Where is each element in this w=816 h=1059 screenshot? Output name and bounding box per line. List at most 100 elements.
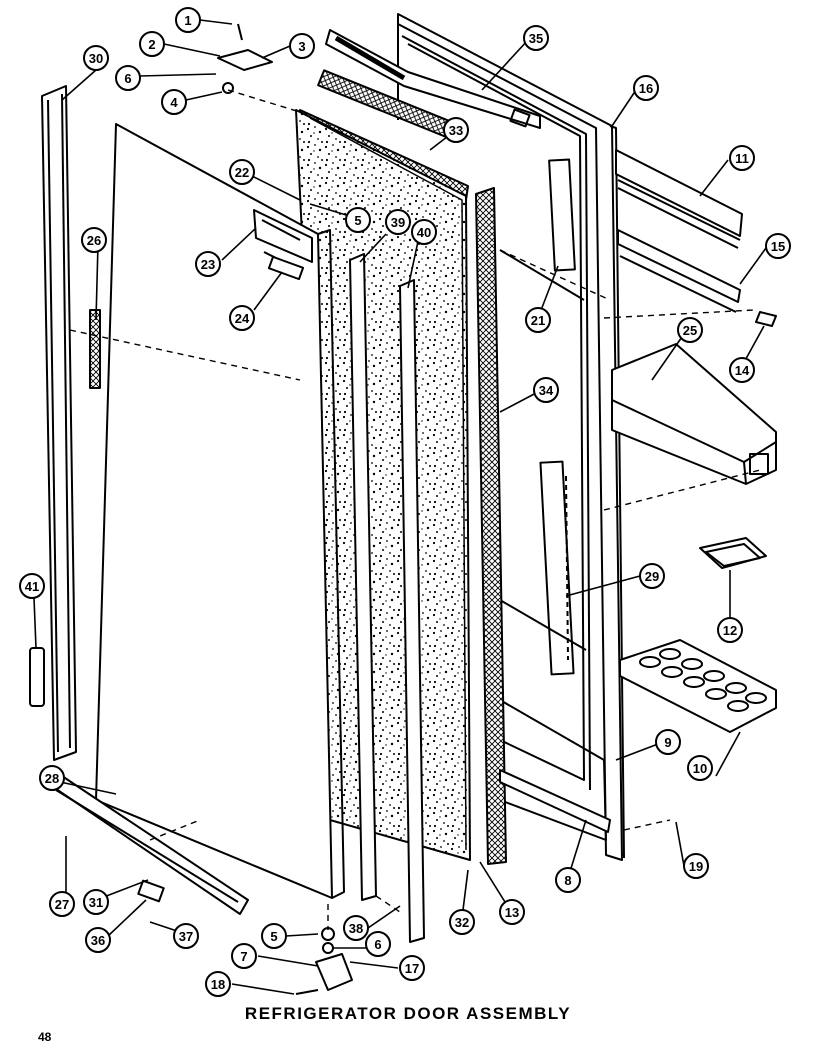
callout-2: 2 [139, 31, 165, 57]
svg-text:3: 3 [298, 39, 305, 54]
svg-text:32: 32 [455, 915, 469, 930]
callout-11: 11 [729, 145, 755, 171]
svg-text:31: 31 [89, 895, 103, 910]
callout-40: 40 [411, 219, 437, 245]
callout-39: 39 [385, 209, 411, 235]
svg-text:6: 6 [374, 937, 381, 952]
callout-6-top: 6 [115, 65, 141, 91]
svg-text:41: 41 [25, 579, 39, 594]
small-handle-part [29, 647, 45, 707]
svg-text:18: 18 [211, 977, 225, 992]
foam-panel-back [309, 117, 467, 851]
callout-25: 25 [677, 317, 703, 343]
handle-cup-part [253, 209, 313, 281]
callout-31: 31 [83, 889, 109, 915]
callout-22: 22 [229, 159, 255, 185]
callout-3: 3 [289, 33, 315, 59]
svg-text:36: 36 [91, 933, 105, 948]
callout-21: 21 [525, 307, 551, 333]
callout-41: 41 [19, 573, 45, 599]
svg-text:30: 30 [89, 51, 103, 66]
top-hinge-assembly-part [217, 23, 273, 94]
callout-29: 29 [639, 563, 665, 589]
callout-8: 8 [555, 867, 581, 893]
callout-34: 34 [533, 377, 559, 403]
svg-text:28: 28 [45, 771, 59, 786]
callout-26: 26 [81, 227, 107, 253]
outer-door-panel-edge [317, 229, 345, 899]
callout-15: 15 [765, 233, 791, 259]
clip-part [755, 311, 777, 327]
small-tray-part [699, 537, 767, 569]
svg-text:23: 23 [201, 257, 215, 272]
hinge-assembly-part [295, 927, 353, 995]
svg-text:7: 7 [240, 949, 247, 964]
shelf-rail-part [615, 149, 743, 313]
bottom-frame-part [499, 769, 611, 833]
svg-text:4: 4 [170, 95, 178, 110]
callout-5-bottom: 5 [261, 923, 287, 949]
svg-text:1: 1 [184, 13, 191, 28]
svg-text:37: 37 [179, 929, 193, 944]
callout-18: 18 [205, 971, 231, 997]
svg-text:13: 13 [505, 905, 519, 920]
diagram-title: REFRIGERATOR DOOR ASSEMBLY [244, 1004, 572, 1023]
svg-text:2: 2 [148, 37, 155, 52]
svg-text:5: 5 [354, 213, 361, 228]
gasket-strip-part [475, 187, 507, 865]
callout-16: 16 [633, 75, 659, 101]
callout-14: 14 [729, 357, 755, 383]
left-trim-part [41, 85, 101, 761]
svg-text:15: 15 [771, 239, 785, 254]
svg-text:25: 25 [683, 323, 697, 338]
svg-text:33: 33 [449, 123, 463, 138]
svg-text:6: 6 [124, 71, 131, 86]
svg-text:38: 38 [349, 921, 363, 936]
svg-text:8: 8 [564, 873, 571, 888]
svg-text:27: 27 [55, 897, 69, 912]
leader-lines [33, 19, 767, 995]
svg-text:21: 21 [531, 313, 545, 328]
svg-text:19: 19 [689, 859, 703, 874]
top-channel-part [325, 29, 541, 129]
page-number: 48 [38, 1030, 52, 1044]
callout-13: 13 [499, 899, 525, 925]
door-liner-part [397, 13, 625, 861]
svg-text:14: 14 [735, 363, 750, 378]
callout-32: 32 [449, 909, 475, 935]
callout-4: 4 [161, 89, 187, 115]
callout-6-bottom: 6 [365, 931, 391, 957]
callout-35: 35 [523, 25, 549, 51]
svg-text:39: 39 [391, 215, 405, 230]
svg-text:35: 35 [529, 31, 543, 46]
callout-1: 1 [175, 7, 201, 33]
svg-text:10: 10 [693, 761, 707, 776]
callout-24: 24 [229, 305, 255, 331]
callout-7: 7 [231, 943, 257, 969]
callout-group: 1 2 3 6 4 30 22 5 39 40 23 24 26 33 34 3… [19, 7, 791, 997]
svg-text:34: 34 [539, 383, 554, 398]
svg-text:17: 17 [405, 961, 419, 976]
callout-37: 37 [173, 923, 199, 949]
callout-28: 28 [39, 765, 65, 791]
svg-text:11: 11 [735, 151, 749, 166]
callout-19: 19 [683, 853, 709, 879]
egg-tray-part [619, 639, 777, 733]
callout-12: 12 [717, 617, 743, 643]
callout-38: 38 [343, 915, 369, 941]
svg-text:26: 26 [87, 233, 101, 248]
callout-5-top: 5 [345, 207, 371, 233]
svg-text:9: 9 [664, 735, 671, 750]
svg-text:12: 12 [723, 623, 737, 638]
svg-text:40: 40 [417, 225, 431, 240]
callout-17: 17 [399, 955, 425, 981]
callout-33: 33 [443, 117, 469, 143]
svg-text:22: 22 [235, 165, 249, 180]
callout-36: 36 [85, 927, 111, 953]
svg-text:24: 24 [235, 311, 250, 326]
svg-text:29: 29 [645, 569, 659, 584]
callout-23: 23 [195, 251, 221, 277]
callout-27-left: 27 [49, 891, 75, 917]
svg-text:16: 16 [639, 81, 653, 96]
